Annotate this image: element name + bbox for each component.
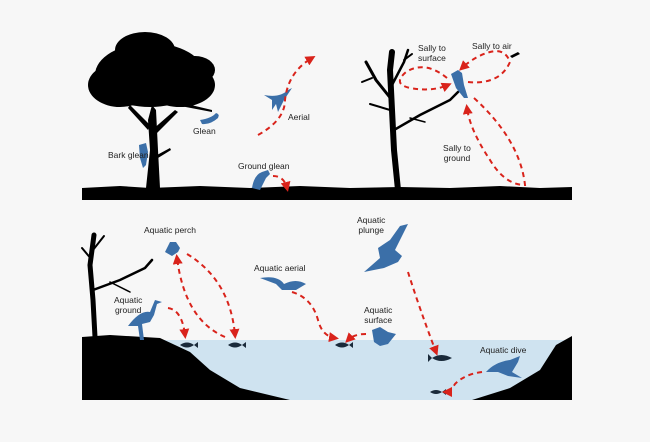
label-glean: Glean	[193, 126, 216, 136]
label-ground-glean: Ground glean	[238, 161, 290, 171]
label-aquatic-surface-line1: Aquatic	[364, 305, 393, 315]
fish-1	[180, 342, 198, 348]
ground-glean-bird	[252, 170, 270, 190]
dead-tree	[361, 48, 460, 193]
label-sally-to-surface-line2: surface	[418, 53, 446, 63]
ground-strip	[82, 186, 572, 200]
aerial-arrow	[257, 55, 316, 136]
label-aquatic-plunge-line2: plunge	[358, 225, 384, 235]
terrestrial-arrows	[257, 50, 527, 192]
fish	[180, 342, 452, 395]
label-aquatic-ground: Aquatic ground	[114, 295, 142, 315]
aquatic-aerial-arrow	[291, 291, 339, 343]
fish-4	[428, 354, 452, 362]
label-aquatic-dive: Aquatic dive	[480, 345, 527, 355]
label-bark-glean: Bark glean	[108, 150, 149, 160]
label-sally-to-air: Sally to air	[472, 41, 512, 51]
glean-bird	[200, 113, 219, 125]
label-aquatic-ground-line2: ground	[114, 305, 142, 315]
bank-tree	[81, 232, 154, 340]
aerial-bird	[264, 88, 292, 112]
label-aerial: Aerial	[288, 112, 310, 122]
bark-glean-bird	[139, 143, 148, 168]
aquatic-ground-bird	[128, 300, 162, 340]
insect-icon	[510, 52, 520, 58]
aquatic-plunge-bird	[364, 224, 408, 272]
sally-to-ground-arrow	[462, 97, 527, 187]
aquatic-plunge-arrow	[407, 271, 439, 356]
aquatic-dive-bird	[486, 356, 522, 378]
label-sally-to-surface: Sally to surface	[418, 43, 446, 63]
label-sally-to-ground: Sally to ground	[443, 143, 471, 163]
aquatic-surface-arrow	[345, 332, 367, 343]
aquatic-surface-bird	[372, 327, 396, 346]
label-aquatic-perch: Aquatic perch	[144, 225, 196, 235]
label-sally-to-ground-line2: ground	[443, 153, 471, 163]
aquatic-aerial-bird	[260, 277, 306, 290]
fish-5	[430, 389, 446, 395]
sally-bird	[451, 70, 468, 98]
aquatic-ground-arrow	[167, 307, 190, 339]
right-bank	[472, 336, 572, 400]
ground-glean-arrow	[272, 175, 291, 192]
aquatic-perch-arrow-down	[186, 253, 240, 339]
fish-2	[228, 342, 246, 348]
label-aquatic-aerial: Aquatic aerial	[254, 263, 306, 273]
label-sally-to-ground-line1: Sally to	[443, 143, 471, 153]
label-aquatic-plunge-line1: Aquatic	[357, 215, 386, 225]
label-aquatic-ground-line1: Aquatic	[114, 295, 143, 305]
sally-to-air-arrow	[459, 50, 512, 84]
terrestrial-panel	[82, 32, 572, 200]
label-aquatic-plunge: Aquatic plunge	[357, 215, 385, 235]
label-sally-to-surface-line1: Sally to	[418, 43, 446, 53]
leafy-tree	[88, 32, 215, 188]
aquatic-panel	[81, 224, 572, 400]
aquatic-dive-arrow	[442, 371, 483, 397]
aquatic-perch-arrow-up	[172, 254, 226, 338]
left-bank	[82, 335, 290, 400]
label-aquatic-surface: Aquatic surface	[364, 305, 392, 325]
aquatic-perch-bird	[165, 242, 180, 256]
label-aquatic-surface-line2: surface	[364, 315, 393, 325]
sally-to-surface-arrow	[399, 66, 452, 92]
fish-3	[335, 342, 353, 348]
aquatic-arrows	[167, 253, 483, 397]
